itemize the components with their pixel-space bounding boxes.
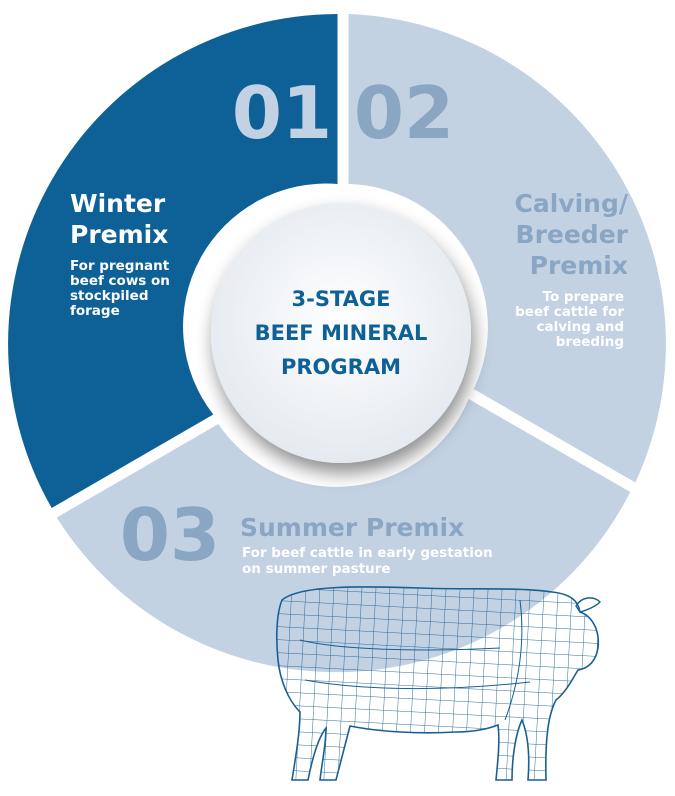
stage-desc-calving-line1: To prepare — [543, 289, 624, 305]
center-title-line2: BEEF MINERAL — [255, 321, 428, 345]
stage-title-winter-line1: Winter — [70, 189, 166, 218]
stage-title-calving-line1: Calving/ — [515, 189, 629, 218]
stage-desc-calving-line3: calving and — [536, 319, 624, 335]
center-title-line1: 3-STAGE — [292, 287, 391, 311]
segment-winter — [8, 14, 338, 508]
stage-title-calving-line3: Premix — [530, 251, 628, 280]
stage-title-winter-line2: Premix — [70, 220, 168, 249]
stage-desc-winter-line3: stockpiled — [70, 288, 148, 304]
stage-desc-calving-line2: beef cattle for — [515, 304, 624, 320]
center-title: 3-STAGE BEEF MINERAL PROGRAM — [255, 287, 428, 379]
stage-desc-winter-line4: forage — [70, 303, 120, 319]
stage-desc-summer-line1: For beef cattle in early gestation — [242, 545, 493, 561]
stage-desc-winter-line2: beef cows on — [70, 273, 170, 289]
center-title-line3: PROGRAM — [281, 355, 401, 379]
stage-desc-winter-line1: For pregnant — [70, 258, 170, 274]
stage-desc-calving-line4: breeding — [556, 334, 624, 350]
stage-title-calving: Calving/ Breeder Premix — [515, 189, 629, 280]
stage-desc-calving: To prepare beef cattle for calving and b… — [515, 289, 624, 350]
stage-title-summer: Summer Premix — [240, 513, 464, 542]
stage-desc-summer: For beef cattle in early gestation on su… — [242, 545, 493, 577]
cow-wireframe-icon — [276, 586, 601, 781]
center-circle — [211, 203, 471, 463]
stage-title-calving-line2: Breeder — [516, 220, 629, 249]
stage-number-02: 02 — [354, 71, 454, 155]
stage-desc-summer-line2: on summer pasture — [242, 561, 391, 577]
stage-number-01: 01 — [232, 71, 332, 155]
stage-desc-winter: For pregnant beef cows on stockpiled for… — [70, 258, 170, 319]
stage-number-03: 03 — [120, 493, 220, 577]
segment-calving — [348, 14, 666, 483]
